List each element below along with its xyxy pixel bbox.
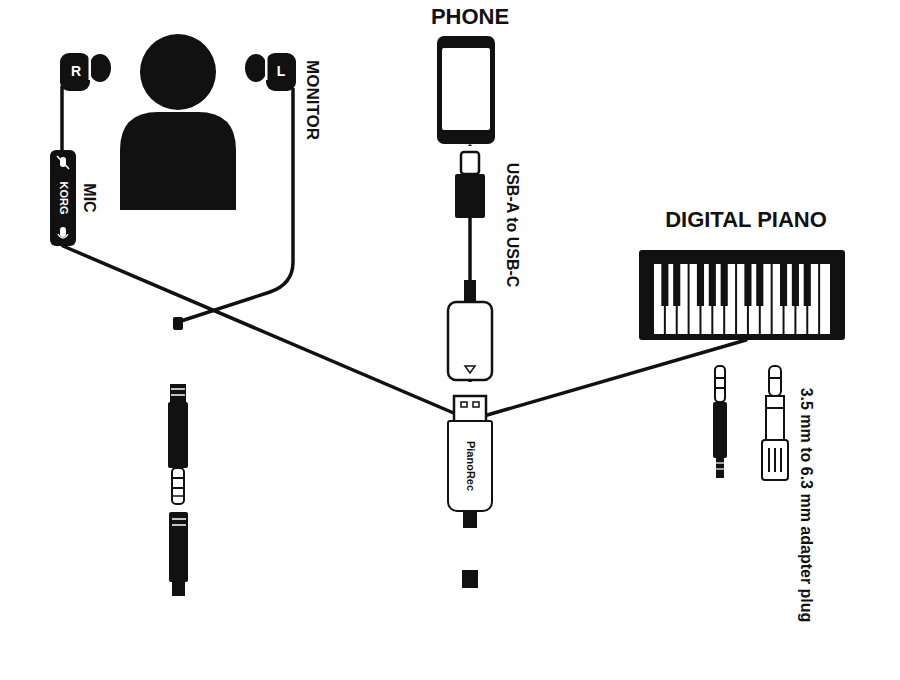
left-earbud: [245, 53, 296, 91]
adapter-label: 3.5 mm to 6.3 mm adapter plug: [798, 388, 814, 623]
usb-c-plug: [461, 152, 479, 174]
black-key: [697, 264, 704, 306]
part-label: MONITOR: [304, 60, 321, 140]
usb-a-plug: [454, 396, 486, 422]
adapter-plug: [769, 366, 781, 396]
mini-jack-plug: [716, 462, 724, 463]
mic-remote: KORG: [50, 150, 76, 246]
mini-jack-plug: [715, 387, 725, 389]
headset-plug: [170, 384, 186, 402]
black-key: [792, 264, 799, 306]
headset-plug: [168, 402, 188, 468]
black-key: [673, 264, 680, 306]
mini-jack-plug: [716, 468, 724, 469]
mute-icon: [57, 156, 69, 169]
adapter-plug: [762, 366, 788, 480]
black-key: [721, 264, 728, 306]
cable-strain-relief: [462, 511, 478, 588]
left-earbud: [266, 53, 296, 91]
phone-icon: PHONE: [416, 2, 524, 146]
cable-strain-relief: [462, 570, 478, 588]
headset-socket: [172, 580, 185, 596]
piano-body: [639, 250, 845, 340]
usb-c-plug: [464, 280, 476, 302]
usb-adapter: [448, 302, 492, 380]
person-icon: [120, 112, 236, 210]
right-earbud: [89, 54, 111, 82]
usb-a-plug: [461, 402, 467, 407]
black-key: [780, 264, 787, 306]
headset-plug: [171, 394, 185, 396]
usb-c-plug: [455, 174, 485, 218]
brand-label: PianoRec: [465, 441, 476, 491]
headset-wire: [62, 86, 293, 322]
adapter-plug: [780, 448, 782, 472]
usb-dongle: PianoRec: [447, 420, 493, 512]
mini-jack-plug: [715, 377, 725, 379]
phone-body: [437, 36, 495, 144]
adapter-plug: [766, 407, 784, 409]
left-earbud: [265, 56, 268, 80]
adapter-label: USB-A to USB-C: [504, 163, 520, 288]
adapter-plug: [762, 440, 788, 480]
headset-wire: [178, 88, 293, 322]
black-key: [661, 264, 668, 306]
person-icon: [140, 34, 216, 110]
adapter-plug: [766, 396, 784, 440]
channel-label: R: [71, 64, 81, 78]
headset-plug: [172, 487, 184, 489]
headset-socket: [172, 518, 186, 520]
cable: [470, 340, 746, 420]
cable-strain-relief: [463, 511, 477, 528]
headset-plug: [171, 388, 185, 390]
adapter-plug: [768, 448, 770, 472]
headset-socket: [169, 512, 188, 582]
person-icon: [120, 34, 236, 210]
part-label: MIC: [81, 183, 97, 212]
mini-jack-plug: [716, 458, 724, 478]
piano-keys: [639, 250, 845, 340]
headset-socket: [169, 512, 188, 596]
right-earbud: [60, 53, 111, 91]
usb-c-plug: [464, 146, 476, 151]
mini-jack-plug: [715, 366, 725, 402]
usb-adapter: [448, 302, 492, 395]
adapter-plug: [769, 377, 781, 379]
headset-plug: [172, 477, 184, 479]
piano-icon: DIGITAL PIANO: [636, 203, 856, 340]
usb-a-plug: [473, 402, 479, 407]
white-key: [820, 264, 830, 334]
headset-plug: [172, 495, 184, 497]
headset-plug: [168, 384, 188, 504]
phone-screen: [442, 48, 490, 130]
device-heading: PHONE: [416, 2, 524, 32]
usb-a-plug: [454, 396, 486, 422]
black-key: [709, 264, 716, 306]
headset-splitter: [173, 317, 183, 330]
headset-socket: [172, 524, 186, 526]
mic-icon: [58, 234, 68, 238]
headset-splitter: [173, 317, 183, 330]
right-earbud: [89, 56, 92, 80]
mic-icon: [60, 227, 66, 237]
black-key: [756, 264, 763, 306]
usb-c-plug: [455, 146, 485, 302]
headset-wire: [60, 86, 64, 152]
cable: [63, 246, 470, 420]
right-earbud: [60, 53, 90, 91]
mini-jack-plug: [713, 402, 727, 458]
headset-plug: [172, 468, 184, 504]
black-key: [744, 264, 751, 306]
mini-jack-plug: [713, 366, 727, 478]
usb-adapter: [465, 366, 475, 373]
channel-label: L: [277, 64, 286, 78]
device-heading: DIGITAL PIANO: [636, 203, 856, 237]
black-key: [804, 264, 811, 306]
left-earbud: [245, 54, 267, 82]
usb-adapter: [463, 382, 477, 395]
adapter-plug: [774, 448, 776, 472]
brand-label: KORG: [58, 182, 69, 215]
